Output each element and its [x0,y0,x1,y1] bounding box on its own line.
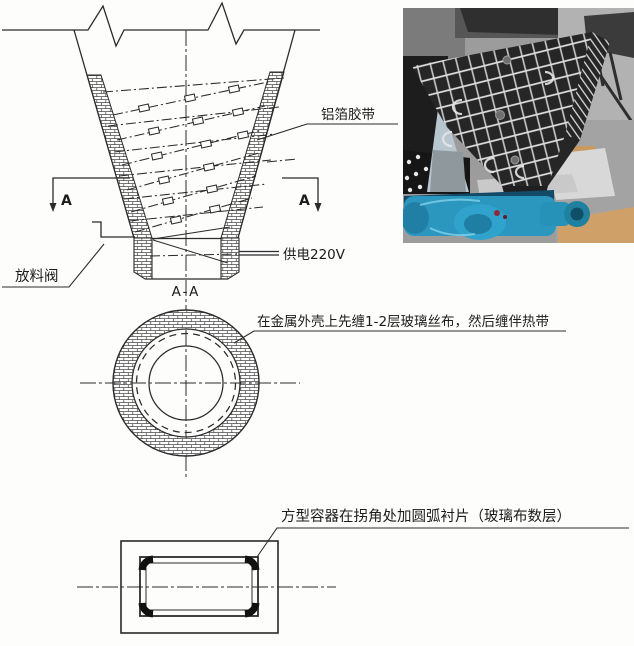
wrap-instruction-leader [233,330,566,344]
wall-outline-left [73,29,135,239]
photo-background-equipment [584,12,634,58]
photo-machine-left-cap [403,202,429,234]
wall-hatch-left [86,74,153,239]
photo-machine-elbow-inner [464,214,492,234]
label-wrap-instruction: 在金属外壳上先缠1-2层玻璃丝布，然后缠伴热带 [257,313,549,330]
photo-machine-highlights [419,198,481,237]
neck-diagonals [152,226,231,264]
photo-machine-red-dot-1 [494,210,500,216]
photo-heating-wire-loops [441,70,555,180]
label-corner-pad: 方型容器在拐角处加圆弧衬片（玻璃布数层） [281,508,571,525]
photo-machine-end-cap-inner [570,207,584,221]
heating-tape-elements [137,84,250,225]
neck-hatch-left [133,237,153,280]
label-power-supply: 供电220V [283,247,346,263]
photo-floor-tan [558,207,634,243]
section-title: A-A [172,284,201,300]
corner-pad-leader [256,527,629,558]
section-marker-a-left: A [61,193,72,209]
photo-bluegray-wall-shade [430,150,466,192]
neck-dashdot [149,253,239,257]
container-corner-detail: 方型容器在拐角处加圆弧衬片（玻璃布数层） [77,508,629,634]
break-line [2,1,320,48]
section-marker-a-right: A [299,193,310,209]
discharge-valve-step [92,221,135,238]
photo-top-left-wall [403,8,465,60]
power-supply-wires [239,250,279,256]
photo-machine-red-dot-2 [503,215,507,219]
label-foil-tape: 铝箔胶带 [321,106,375,123]
photo-panel-bolts [404,154,429,193]
section-cut-line [49,177,322,212]
equipment-photo [403,8,634,243]
wall-outline-right [237,29,296,239]
section-aa-view: 在金属外壳上先缠1-2层玻璃丝布，然后缠伴热带 [80,309,566,457]
label-discharge-valve: 放料阀 [15,268,59,285]
hopper-front-view: A A 放料阀 铝箔胶带 供电220V A-A [2,1,398,478]
corner-arc-pads [138,555,260,618]
photo-hopper-bolts [495,55,520,165]
foil-tape-leader [256,123,398,141]
photo-hopper-right-face-mesh [565,32,610,140]
neck-hatch-right [220,237,240,280]
photo-machine-cylinder [540,202,570,226]
photo-hopper-mesh-2 [412,32,592,186]
discharge-valve-leader [2,243,105,288]
